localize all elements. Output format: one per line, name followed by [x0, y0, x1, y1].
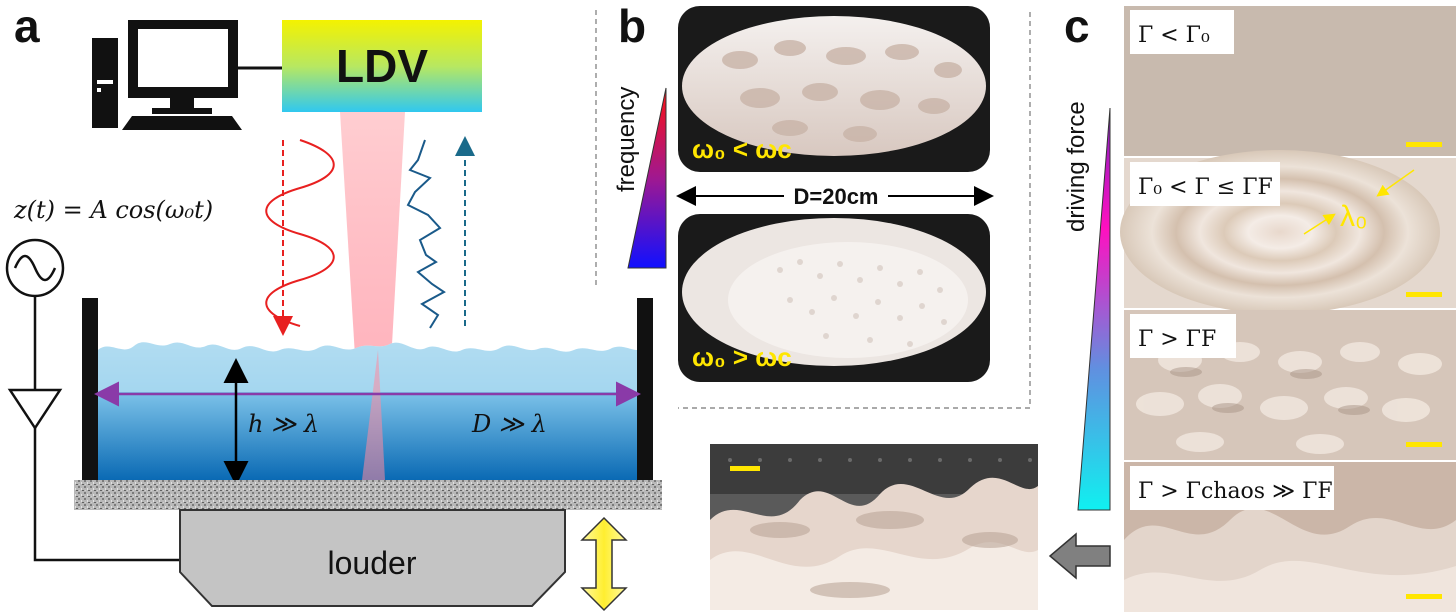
scale-bar-4 [1406, 594, 1442, 599]
driving-force-label: driving force [1063, 101, 1090, 232]
scale-bar-closeup [730, 466, 760, 471]
regime-photo-2: Γ₀ < Γ ≤ ΓF λ₀ [1120, 150, 1456, 314]
regime-label-2: Γ₀ < Γ ≤ ΓF [1138, 175, 1273, 200]
photo-high-frequency: ω₀ > ωc [678, 214, 990, 382]
panel-c-letter: c [1064, 0, 1090, 52]
ac-source-icon [5, 238, 65, 298]
scale-bar-1 [1406, 142, 1442, 147]
diameter-label-bg [784, 183, 888, 209]
regime-label-1: Γ < Γ₀ [1138, 23, 1210, 48]
regime-label-3: Γ > ΓF [1138, 327, 1216, 352]
source-wire-bottom [33, 428, 180, 562]
panel-a-letter: a [14, 0, 40, 52]
photo-low-frequency: ω₀ < ωc [678, 6, 990, 172]
frequency-label: frequency [613, 87, 640, 192]
lambda-arrow-2 [1376, 169, 1415, 197]
panel-c: c driving force Γ < Γ₀ Γ₀ < Γ ≤ ΓF λ₀ [710, 0, 1456, 612]
amplifier-icon [7, 388, 63, 431]
regime-photo-4: Γ > Γchaos ≫ ΓF [1124, 462, 1456, 612]
regime-label-4: Γ > Γchaos ≫ ΓF [1138, 479, 1333, 504]
wavelength-label: λ₀ [1340, 200, 1367, 233]
panel-b-letter: b [618, 0, 646, 52]
red-incident-wave [265, 139, 335, 327]
regime-photo-1: Γ < Γ₀ [1124, 6, 1456, 156]
drive-equation: z(t) = A cos(ω₀t) [13, 196, 213, 224]
right-wall [637, 298, 653, 480]
ldv-label: LDV [336, 40, 428, 92]
high-frequency-condition: ω₀ > ωc [692, 342, 792, 372]
water-surface [98, 342, 637, 392]
frequency-triangle [627, 87, 667, 269]
chaos-closeup-photo [710, 444, 1038, 610]
scale-bar-3 [1406, 442, 1442, 447]
panel-a: a LDV z(t) = A cos(ω₀t) [5, 0, 662, 612]
low-frequency-condition: ω₀ < ωc [692, 134, 792, 164]
scale-bar-2 [1406, 292, 1442, 297]
computer-icon [92, 20, 242, 130]
driving-force-triangle [1077, 107, 1111, 511]
blue-reflected-wave [406, 139, 446, 329]
ldv-box [282, 20, 482, 112]
width-condition: D ≫ λ [471, 410, 547, 438]
speaker-body [179, 509, 566, 607]
shaker-plate [74, 480, 662, 510]
regime-photo-3: Γ > ΓF [1124, 310, 1456, 460]
diameter-label: D=20cm [793, 184, 878, 209]
lambda-arrow-1 [1303, 213, 1336, 235]
panel-b: b frequency ω₀ < ωc D= [613, 0, 994, 382]
double-arrow-icon [580, 516, 628, 612]
divider-bc [678, 12, 1031, 409]
speaker-label: louder [328, 545, 417, 581]
gray-arrow-icon [1048, 532, 1111, 580]
left-wall [82, 298, 98, 480]
depth-condition: h ≫ λ [248, 410, 319, 438]
